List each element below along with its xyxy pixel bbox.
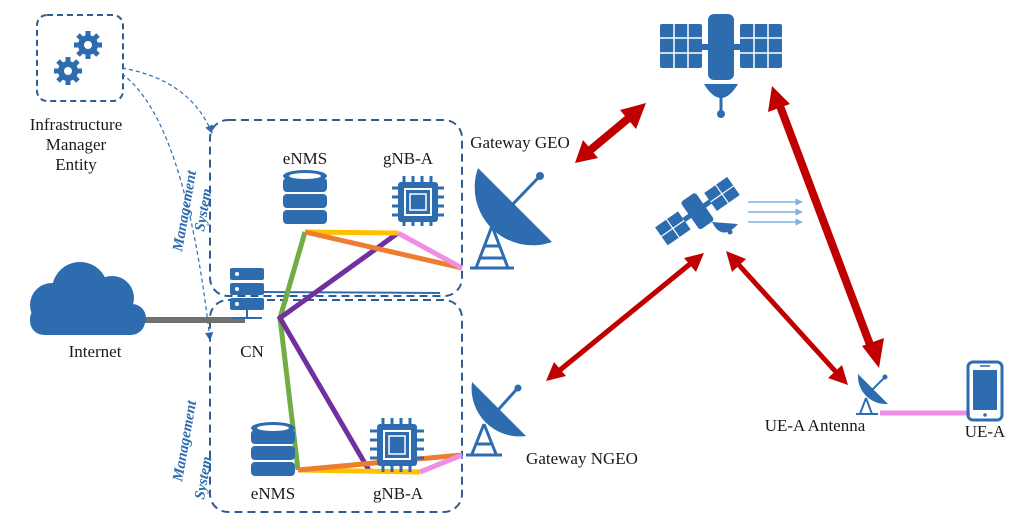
link-arrow-geo-ue (768, 86, 884, 368)
database-icon (283, 170, 327, 224)
database-icon (251, 422, 295, 476)
enms-bottom-label: eNMS (251, 484, 295, 503)
management-system-bottom-line1: Management (170, 399, 200, 484)
cn-label: CN (240, 342, 264, 361)
pink-link-bottom (419, 452, 463, 475)
gateway-ngeo-label: Gateway NGEO (526, 449, 638, 468)
satellite-icon (655, 176, 740, 246)
management-system-top-line2: System (192, 187, 215, 232)
chip-icon (370, 418, 424, 472)
pink-link-top (396, 230, 464, 271)
enms-top-label: eNMS (283, 149, 327, 168)
server-icon (230, 268, 264, 319)
satellite-icon (660, 14, 782, 118)
management-system-bottom-line2: System (192, 455, 215, 500)
ime-label-line3: Entity (55, 155, 97, 174)
satellite-dish-icon (466, 382, 526, 457)
ue-label: UE-A (965, 422, 1006, 441)
yellow-link-top (304, 229, 399, 236)
infrastructure-manager-box (36, 14, 124, 102)
internet-label: Internet (69, 342, 122, 361)
chip-icon (392, 176, 444, 226)
management-system-box-top (209, 119, 463, 297)
satellite-dish-icon (470, 168, 552, 270)
gateway-geo-label: Gateway GEO (470, 133, 570, 152)
gnb-bottom-label: gNB-A (373, 484, 424, 503)
gear-icon (54, 57, 82, 85)
link-arrow-ngeo-gateway (546, 253, 704, 381)
management-system-box-bottom (209, 299, 463, 513)
cloud-icon (30, 262, 146, 335)
ime-connector-bottom (121, 73, 214, 341)
ime-label-line2: Manager (46, 135, 107, 154)
smartphone-icon (966, 360, 1004, 422)
link-arrow-geo-gateway (575, 103, 646, 163)
link-arrow-ngeo-ue (726, 251, 848, 385)
gnb-top-label: gNB-A (383, 149, 434, 168)
ime-connector-top (121, 67, 213, 134)
ue-antenna-label: UE-A Antenna (765, 416, 866, 435)
purple-link (276, 230, 400, 474)
orange-link-top (304, 229, 463, 271)
gear-icon (74, 31, 102, 59)
ime-label-line1: Infrastructure (30, 115, 123, 134)
satellite-dish-icon (856, 374, 888, 415)
cn-geo-link (261, 291, 441, 294)
